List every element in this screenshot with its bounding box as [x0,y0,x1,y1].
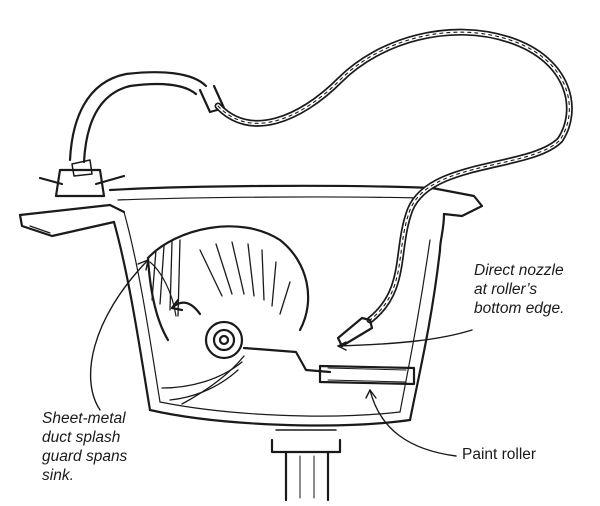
drain-pipe [270,429,342,502]
roller-head [161,298,332,405]
splash-guard-callout-line-2: duct splash [42,429,121,446]
sink-basin [18,184,484,427]
paint-roller-callout-line-1: Paint roller [462,446,537,463]
paint-roller-callout: Paint roller [462,445,536,464]
leader-splash-guard [89,259,149,411]
nozzle-callout-line-2: at roller’s [474,281,538,298]
splash-guard-callout-line-3: guard spans [42,448,128,465]
nozzle-callout-line-3: bottom edge. [474,300,565,317]
faucet [38,71,226,198]
splash-guard-callout-line-4: sink. [42,467,74,484]
braided-hose [214,28,573,348]
leader-paint-roller [369,389,457,457]
leader-lines [89,259,473,457]
nozzle-callout: Direct nozzle at roller’s bottom edge. [474,261,564,318]
splash-guard-callout: Sheet-metal duct splash guard spans sink… [42,409,127,485]
paint-roller [318,364,416,386]
leader-nozzle [337,329,473,347]
splash-guard-callout-line-1: Sheet-metal [42,410,126,427]
nozzle-callout-line-1: Direct nozzle [474,262,564,279]
